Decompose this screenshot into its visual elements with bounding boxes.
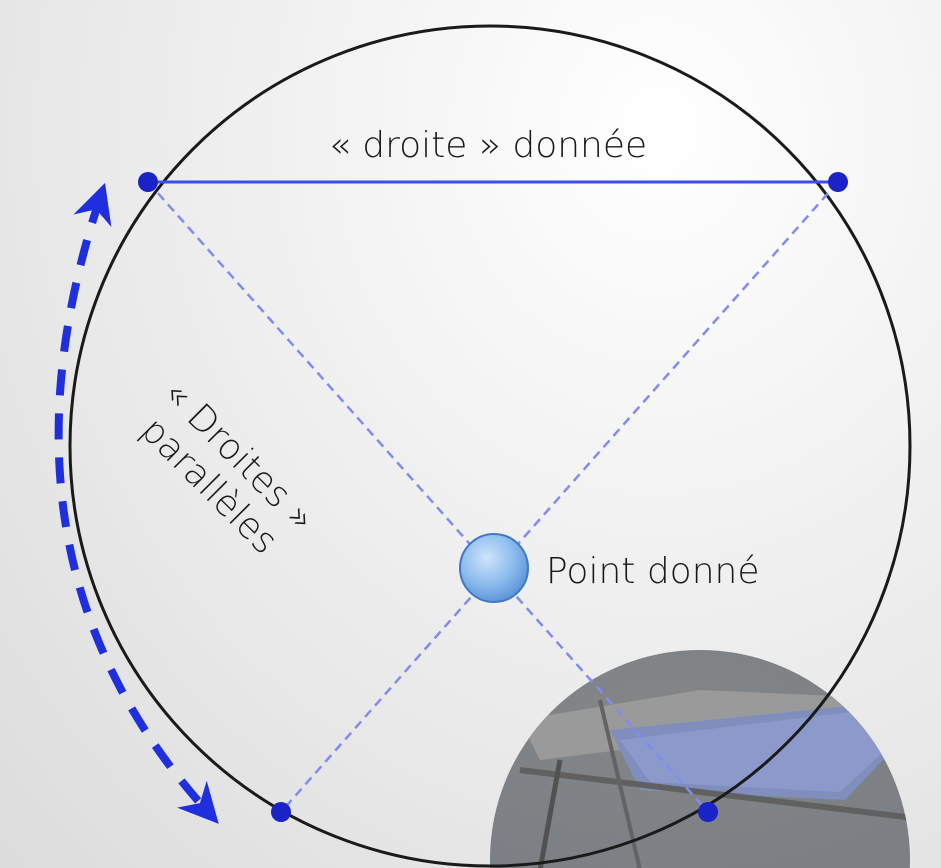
given-line-label: « droite » donnée — [329, 125, 647, 166]
parallel-line-1 — [147, 181, 709, 813]
endpoint-top-right — [828, 172, 848, 192]
endpoint-top-left — [138, 172, 158, 192]
given-point — [459, 533, 529, 603]
telescope-photo — [490, 650, 910, 868]
double-arrow — [54, 182, 219, 824]
endpoint-bottom-right — [698, 802, 718, 822]
endpoint-bottom-left — [271, 802, 291, 822]
boundary-circle — [68, 24, 912, 868]
parallel-line-2 — [280, 181, 839, 813]
given-point-label: Point donné — [546, 551, 760, 592]
